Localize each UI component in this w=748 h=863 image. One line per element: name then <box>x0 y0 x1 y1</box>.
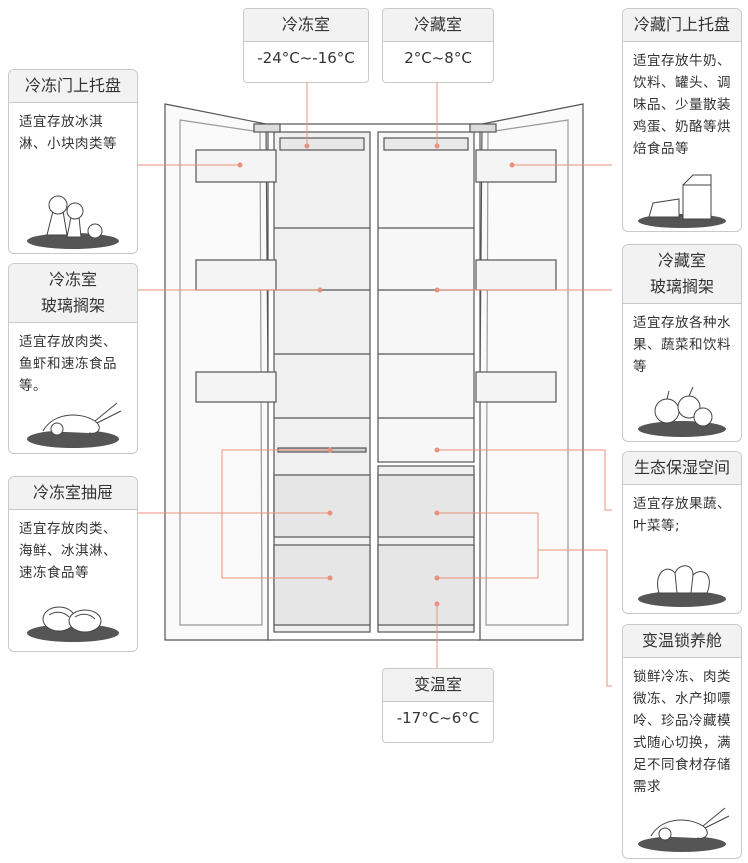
fridge-illustration <box>164 103 584 641</box>
vegetable-icon <box>638 565 726 607</box>
callout-dots <box>237 143 515 607</box>
meat-icon <box>27 606 119 642</box>
card-title: 变温锁养舱 <box>623 625 741 658</box>
fruit-icon <box>638 386 726 437</box>
card-title: 冷藏门上托盘 <box>623 9 741 42</box>
card-desc: 适宜存放各种水果、蔬菜和饮料等 <box>633 315 731 375</box>
eco-humidity-space-card: 生态保湿空间 适宜存放果蔬、叶菜等; <box>622 451 742 614</box>
card-desc: 适宜存放果蔬、叶菜等; <box>633 496 731 534</box>
freezer-glass-shelf-card: 冷冻室 玻璃搁架 适宜存放肉类、鱼虾和速冻食品等。 <box>8 263 138 454</box>
fridge-door-tray-card: 冷藏门上托盘 适宜存放牛奶、饮料、罐头、调味品、少量散装鸡蛋、奶酪等烘焙食品等 <box>622 8 742 232</box>
card-desc: 适宜存放冰淇淋、小块肉类等 <box>19 114 117 152</box>
milk-carton-icon <box>638 174 726 228</box>
variable-lock-cabin-card: 变温锁养舱 锁鲜冷冻、肉类微冻、水产抑嘌呤、珍品冷藏模式随心切换，满足不同食材存… <box>622 624 742 859</box>
card-title: 冷冻门上托盘 <box>9 70 137 103</box>
fridge-glass-shelf-card: 冷藏室 玻璃搁架 适宜存放各种水果、蔬菜和饮料等 <box>622 244 742 442</box>
card-title: 生态保湿空间 <box>623 452 741 485</box>
variable-zone-temp: -17°C~6°C <box>396 709 480 727</box>
shrimp-icon <box>27 402 122 448</box>
freezer-drawer-card: 冷冻室抽屉 适宜存放肉类、海鲜、冰淇淋、速冻食品等 <box>8 476 138 652</box>
freezer-door-tray-card: 冷冻门上托盘 适宜存放冰淇淋、小块肉类等 <box>8 69 138 254</box>
fridge-zone-temp: 2°C~8°C <box>404 49 472 67</box>
freezer-zone-tag: 冷冻室 -24°C~-16°C <box>243 8 369 83</box>
freezer-zone-temp: -24°C~-16°C <box>257 49 355 67</box>
callout-lines <box>136 81 612 687</box>
shrimp-icon <box>638 807 730 852</box>
card-desc: 锁鲜冷冻、肉类微冻、水产抑嘌呤、珍品冷藏模式随心切换，满足不同食材存储需求 <box>633 669 731 795</box>
card-title: 冷冻室 玻璃搁架 <box>9 264 137 323</box>
fridge-zone-tag: 冷藏室 2°C~8°C <box>382 8 494 83</box>
card-desc: 适宜存放肉类、鱼虾和速冻食品等。 <box>19 334 117 394</box>
fridge-zone-title: 冷藏室 <box>383 9 493 42</box>
card-desc: 适宜存放牛奶、饮料、罐头、调味品、少量散装鸡蛋、奶酪等烘焙食品等 <box>633 53 731 157</box>
card-title: 冷藏室 玻璃搁架 <box>623 245 741 304</box>
freezer-zone-title: 冷冻室 <box>244 9 368 42</box>
variable-zone-tag: 变温室 -17°C~6°C <box>382 668 494 743</box>
variable-zone-title: 变温室 <box>383 669 493 702</box>
card-title: 冷冻室抽屉 <box>9 477 137 510</box>
ice-cream-icon <box>27 195 119 249</box>
card-desc: 适宜存放肉类、海鲜、冰淇淋、速冻食品等 <box>19 521 117 581</box>
